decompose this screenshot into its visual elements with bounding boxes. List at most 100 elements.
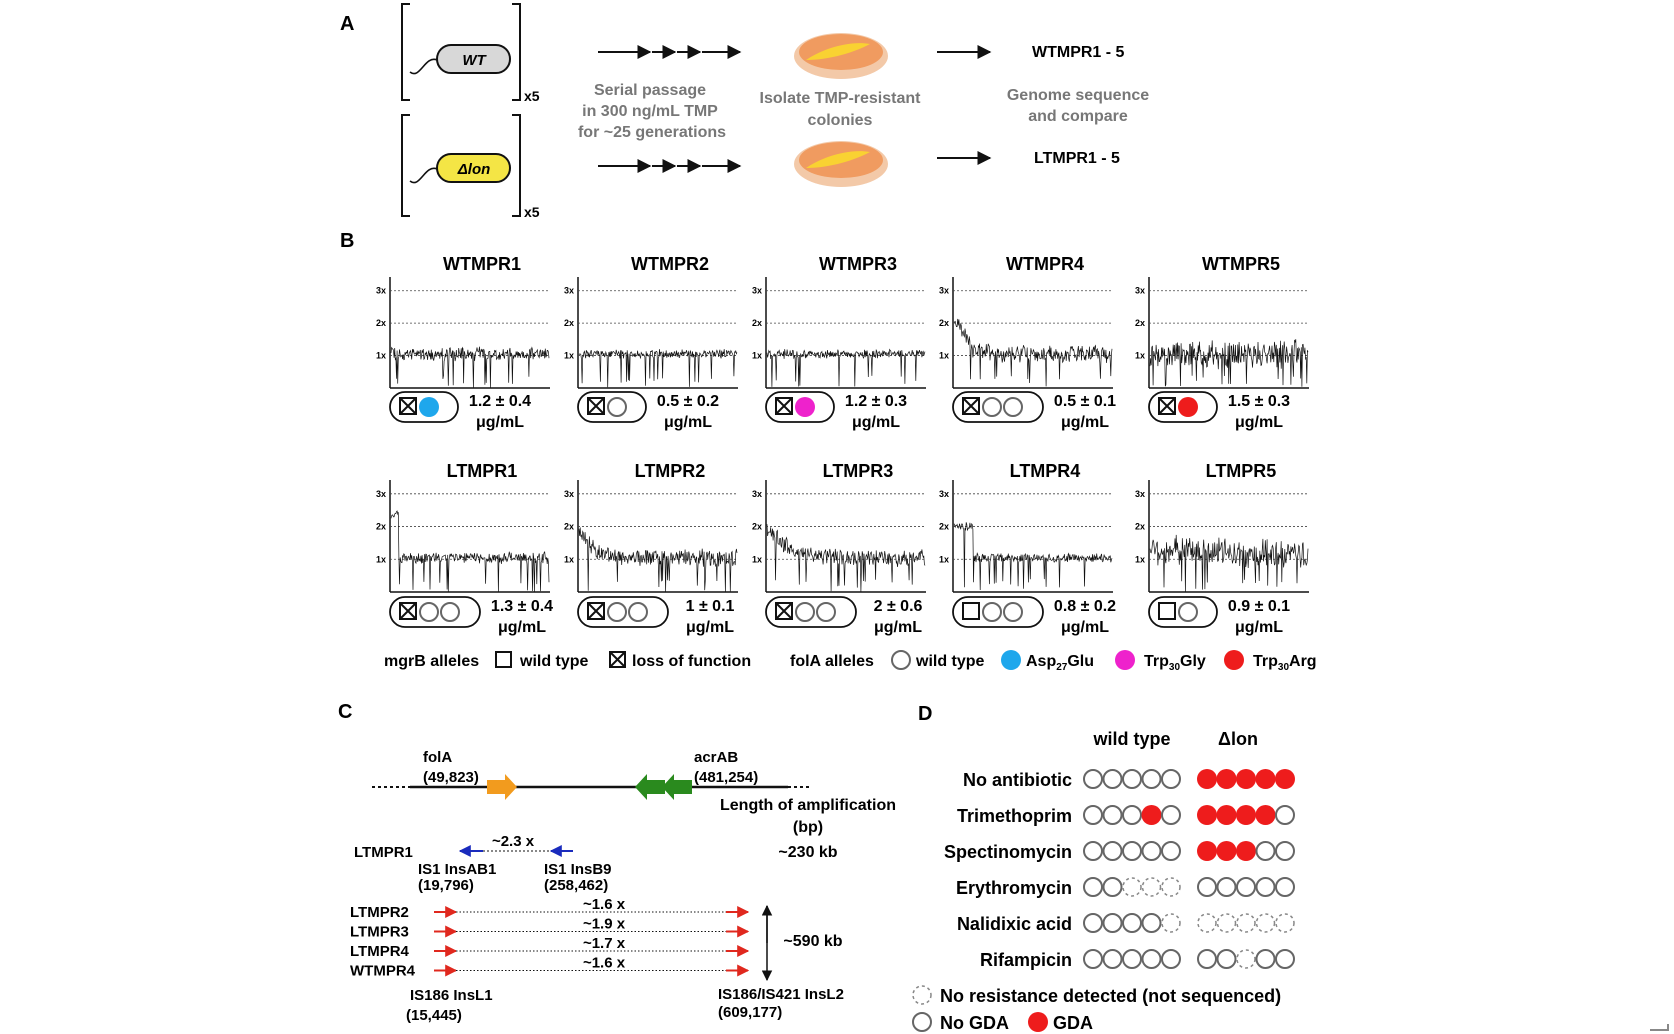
legend-not-detected: No resistance detected (not sequenced) (940, 986, 1281, 1006)
gda-row: Erythromycin (956, 877, 1295, 898)
acrab-gene-pos: (481,254) (694, 769, 758, 786)
ltmpr1-length: ~230 kb (778, 844, 837, 861)
petri-dish-icon (794, 141, 888, 187)
nogda-icon (1275, 877, 1295, 897)
nogda-icon (1083, 841, 1103, 861)
row-label: LTMPR2 (350, 904, 409, 921)
acrab-gene-arrow (662, 774, 692, 800)
nogda-icon (1122, 841, 1142, 861)
is186b-label: IS186/IS421 InsL2 (718, 986, 844, 1003)
y-tick-label: 3x (376, 286, 386, 296)
fola-legend-title: folA alleles (790, 653, 874, 670)
fola-wildtype-icon (1178, 602, 1198, 622)
mgrb-lof-cross-icon (587, 602, 605, 620)
mgrb-wildtype-label: wild type (519, 653, 589, 670)
plot-title: LTMPR5 (1206, 461, 1277, 481)
fola-mutant-icon (419, 397, 439, 417)
is1b-label: IS1 InsB9 (544, 861, 612, 878)
y-tick-label: 3x (376, 489, 386, 499)
passage-line-2: in 300 ng/mL TMP (582, 103, 718, 120)
plot-title: WTMPR4 (1006, 254, 1084, 274)
coverage-trace (390, 510, 550, 592)
antibiotic-label: Rifampicin (980, 950, 1072, 970)
nogda-icon (1122, 769, 1142, 789)
bracket-left (401, 3, 410, 101)
mgrb-lof-label: loss of function (632, 653, 751, 670)
mgrb-lof-cross-icon (1158, 397, 1176, 415)
not-detected-icon (1197, 913, 1217, 933)
mic-value: 0.8 ± 0.2 (1054, 598, 1116, 615)
plot-title: WTMPR3 (819, 254, 897, 274)
mic-value: 1.3 ± 0.4 (491, 598, 553, 615)
mic-unit: μg/mL (1061, 414, 1109, 431)
mic-unit: μg/mL (664, 414, 712, 431)
replicates-wt: x5 (524, 88, 540, 104)
nogda-icon (1122, 913, 1142, 933)
coverage-trace (1149, 339, 1309, 387)
genotype-pill (765, 391, 835, 423)
genotype-pill (577, 391, 647, 423)
mic-unit: μg/mL (852, 414, 900, 431)
gda-icon (1275, 769, 1295, 789)
acrab-gene-label: acrAB (694, 749, 738, 766)
acrab-gene-arrow (635, 774, 665, 800)
coverage-trace (578, 349, 738, 388)
nogda-icon (1083, 913, 1103, 933)
fold-label: ~1.9 x (583, 916, 626, 933)
not-detected-icon (1275, 913, 1295, 933)
genotype-pill (1148, 391, 1218, 423)
y-tick-label: 1x (939, 351, 949, 361)
not-detected-icon (1236, 949, 1256, 969)
bracket-right (512, 114, 521, 217)
coverage-trace (766, 348, 926, 387)
gda-icon (1216, 805, 1237, 825)
genotype-pill (1148, 596, 1218, 628)
mic-value: 2 ± 0.6 (874, 598, 923, 615)
mgrb-lof-cross-icon (399, 397, 417, 415)
genotype-pill (389, 596, 481, 628)
legend-not-detected-icon (912, 985, 932, 1005)
nogda-icon (1255, 949, 1276, 969)
fold-label: ~1.6 x (583, 896, 626, 913)
y-tick-label: 3x (564, 286, 574, 296)
passage-line-3: for ~25 generations (578, 124, 726, 141)
mgrb-lof-cross-icon (399, 602, 417, 620)
fola-wildtype-icon (1003, 397, 1023, 417)
y-tick-label: 3x (752, 489, 762, 499)
y-tick-label: 1x (564, 351, 574, 361)
genotype-pill (765, 596, 857, 628)
y-tick-label: 1x (752, 351, 762, 361)
mic-value: 1.2 ± 0.3 (845, 393, 907, 410)
y-tick-label: 3x (752, 286, 762, 296)
fola-mutant-icon (1178, 397, 1198, 417)
mic-unit: μg/mL (476, 414, 524, 431)
mic-value: 1.5 ± 0.3 (1228, 393, 1290, 410)
y-tick-label: 1x (1135, 554, 1145, 564)
gda-icon (1216, 769, 1237, 789)
mgrb-lof-cross-icon (587, 397, 605, 415)
genotype-pill (952, 596, 1044, 628)
is186a-label: IS186 InsL1 (410, 987, 493, 1004)
gda-icon (1197, 841, 1217, 861)
not-detected-icon (1236, 913, 1256, 933)
result-wt: WTMPR1 - 5 (1032, 44, 1125, 61)
mgrb-lof-icon (609, 651, 626, 668)
gda-row: Trimethoprim (957, 805, 1295, 826)
mic-unit: μg/mL (874, 619, 922, 636)
coverage-trace (953, 522, 1113, 591)
not-detected-icon (1122, 877, 1142, 897)
nogda-icon (1102, 805, 1123, 825)
fold-label: ~1.7 x (583, 935, 626, 952)
genome-line-1: Genome sequence (1007, 87, 1149, 104)
row-label: WTMPR4 (350, 963, 416, 980)
gda-row: Nalidixic acid (957, 913, 1295, 934)
plot-title: LTMPR2 (635, 461, 706, 481)
plot-title: WTMPR1 (443, 254, 521, 274)
mic-unit: μg/mL (498, 619, 546, 636)
fold-label: ~1.6 x (583, 955, 626, 972)
